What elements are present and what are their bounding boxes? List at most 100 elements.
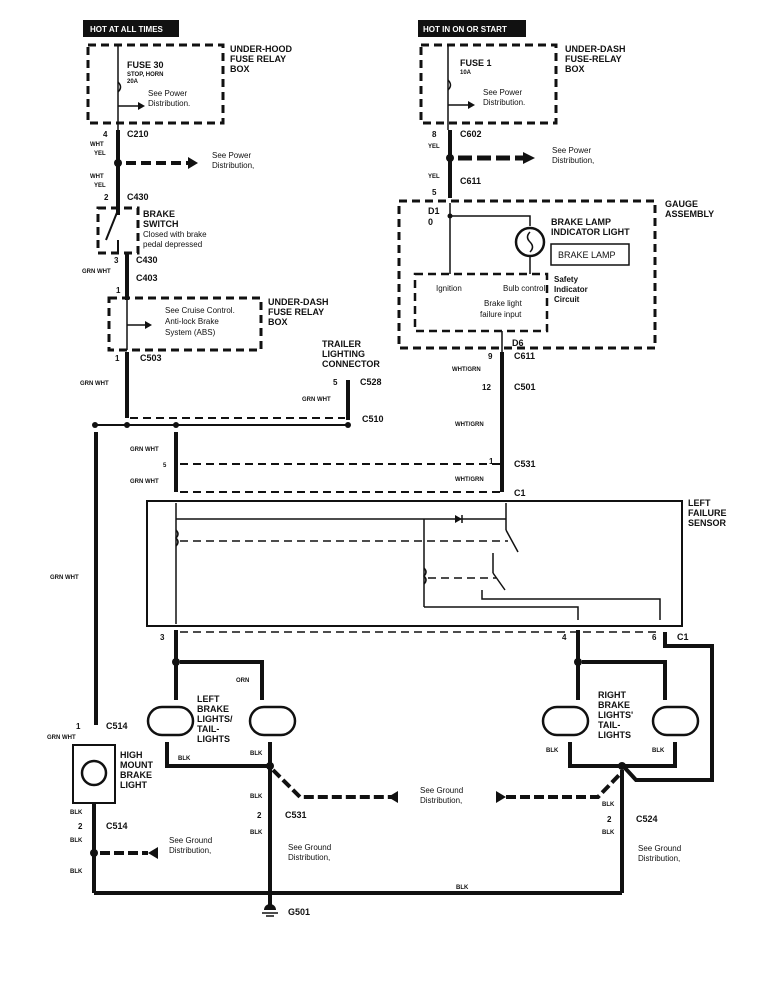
pin-label: 2	[78, 822, 83, 831]
high-mount-label: HIGH	[120, 750, 143, 760]
note-text: Distribution,	[169, 846, 211, 855]
trailer-label: CONNECTOR	[322, 359, 380, 369]
high-mount-label: MOUNT	[120, 760, 153, 770]
brake-switch-label: BRAKE	[143, 209, 175, 219]
wire-color: GRN WHT	[130, 447, 159, 453]
ground-label: G501	[288, 907, 310, 917]
underhood-fuse-box	[86, 43, 225, 125]
connector-label: C403	[136, 273, 158, 283]
underdash-fuse-box-top	[419, 43, 558, 125]
wire-color: GRN WHT	[130, 479, 159, 485]
underdash-fuse-box-mid	[107, 296, 263, 352]
pin-label: 1	[76, 722, 81, 731]
input-label: Brake light	[484, 299, 523, 308]
note-text: Distribution.	[148, 99, 190, 108]
arrow-icon	[523, 152, 535, 164]
gauge-label: GAUGE	[665, 199, 698, 209]
gauge-label: ASSEMBLY	[665, 209, 714, 219]
left-lights-label: LIGHTS	[197, 734, 230, 744]
wire-color: BLK	[70, 810, 83, 816]
brake-switch-note: pedal depressed	[143, 240, 202, 249]
connector-label: C430	[136, 255, 158, 265]
note-text: Distribution,	[288, 853, 330, 862]
fuse30-rating: 20A	[127, 79, 139, 85]
wire-color: YEL	[94, 151, 106, 157]
pin-label: 5	[432, 188, 437, 197]
note-text: See Power	[483, 88, 522, 97]
box-label: UNDER-DASH	[565, 44, 626, 54]
connector-label: C1	[677, 632, 689, 642]
left-lights-label: LEFT	[197, 694, 220, 704]
box-label: FUSE RELAY	[268, 307, 324, 317]
connector-label: C524	[636, 814, 658, 824]
hot-in-on-or-start-tag: HOT IN ON OR START	[418, 20, 526, 37]
fuse30-sub: STOP, HORN	[127, 72, 163, 78]
note-text: See Power	[148, 89, 187, 98]
relay-coil-icon	[422, 567, 427, 585]
brake-switch-icon	[105, 209, 119, 241]
pin-label: 3	[114, 256, 119, 265]
left-lights-label: BRAKE	[197, 704, 229, 714]
note-text: Distribution.	[483, 98, 525, 107]
brake-switch-note: Closed with brake	[143, 230, 207, 239]
arrow-icon	[148, 847, 158, 859]
high-mount-brake-light-box	[72, 744, 116, 804]
wire-color: YEL	[94, 183, 106, 189]
connector-label: C611	[514, 351, 535, 361]
safety-label: Circuit	[554, 295, 580, 304]
box-label: FUSE-RELAY	[565, 54, 622, 64]
pin-label: 8	[432, 130, 437, 139]
wire-color: BLK	[602, 802, 615, 808]
fuse1-rating: 10A	[460, 70, 472, 76]
input-label: Ignition	[436, 284, 462, 293]
ground-icon	[262, 904, 278, 917]
left-lights-label: TAIL-	[197, 724, 219, 734]
note-text: See Ground	[638, 844, 681, 853]
wire-color: BLK	[250, 830, 263, 836]
arrow-icon	[496, 791, 506, 803]
safety-label: Indicator	[554, 285, 588, 294]
box-label: UNDER-DASH	[268, 297, 329, 307]
brake-switch-label: SWITCH	[143, 219, 179, 229]
arrow-icon	[468, 101, 475, 109]
arrow-icon	[388, 791, 398, 803]
wire-color: WHT	[90, 174, 104, 180]
connector-label: C210	[127, 129, 149, 139]
note-text: See Power	[212, 151, 251, 160]
relay-contact-icon	[492, 572, 506, 591]
wire-color: GRN WHT	[80, 381, 109, 387]
connector-label: C430	[127, 192, 149, 202]
relay-contact-icon	[505, 529, 519, 553]
sensor-label: LEFT	[688, 498, 711, 508]
right-lights-label: LIGHTS	[598, 730, 631, 740]
cruise-note: See Cruise Control.	[165, 306, 235, 315]
connector-label: C514	[106, 821, 128, 831]
box-label: BOX	[565, 64, 585, 74]
connector-label: C611	[460, 176, 481, 186]
brake-lamp-display	[550, 243, 630, 266]
sensor-label: FAILURE	[688, 508, 727, 518]
pin-label: 2	[607, 815, 612, 824]
pin-label: 6	[652, 633, 657, 642]
pin-label: 3	[160, 633, 165, 642]
wire-color: BLK	[250, 794, 263, 800]
pin-label: 4	[103, 130, 108, 139]
pin-label: 1	[115, 354, 120, 363]
wire-color: WHT/GRN	[455, 477, 484, 483]
high-mount-label: LIGHT	[120, 780, 147, 790]
pin-label: 0	[428, 217, 433, 227]
indicator-label: INDICATOR LIGHT	[551, 227, 630, 237]
right-brake-bulb-icon	[541, 705, 590, 737]
pin-label: 1	[489, 457, 494, 466]
left-brake-bulb-icon	[146, 705, 195, 737]
gauge-assembly-box	[397, 199, 657, 350]
arrow-icon	[138, 102, 145, 110]
wire-color: BLK	[652, 748, 665, 754]
right-lights-label: RIGHT	[598, 690, 627, 700]
note-text: Distribution,	[552, 156, 594, 165]
sensor-label: SENSOR	[688, 518, 727, 528]
connector-label: C510	[362, 414, 384, 424]
fuse1-label: FUSE 1	[460, 58, 492, 68]
right-lights-label: BRAKE	[598, 700, 630, 710]
